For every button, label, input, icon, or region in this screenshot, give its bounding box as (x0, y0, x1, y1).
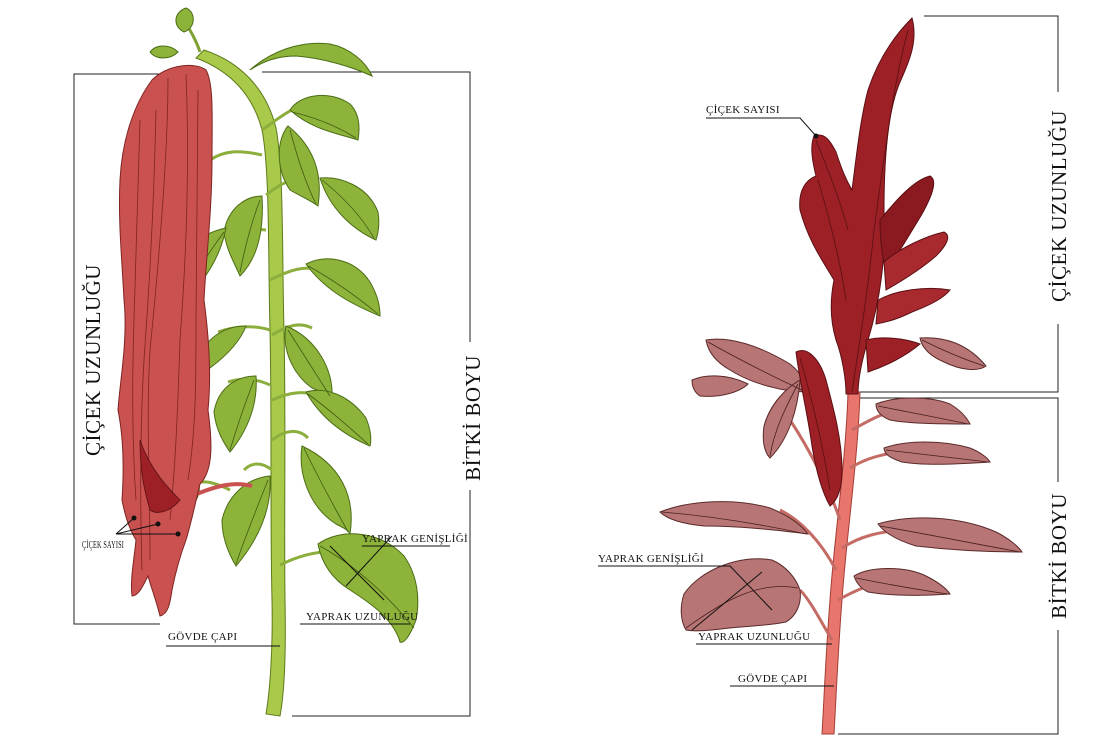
right-stem-diameter-label: GÖVDE ÇAPI (738, 673, 807, 685)
left-leaf-3 (320, 178, 379, 240)
left-top-bud-leaf (176, 8, 193, 32)
right-plant-height-label: BİTKİ BOYU (1047, 493, 1071, 619)
right-leaf-10 (854, 569, 950, 596)
left-flower-length-label: ÇİÇEK UZUNLUĞU (81, 264, 105, 456)
left-leaf-width-label: YAPRAK GENİŞLİĞİ (362, 533, 468, 545)
right-leaf-7 (660, 502, 808, 534)
right-leaf-8 (878, 518, 1022, 552)
right-leaf-length-label: YAPRAK UZUNLUĞU (698, 631, 810, 643)
left-top-small-leaf (150, 46, 178, 58)
right-leaf-2 (692, 376, 748, 396)
left-plant-height-label-front: BİTKİ BOYU (461, 355, 485, 481)
right-flower-length-label: ÇİÇEK UZUNLUĞU (1047, 110, 1071, 302)
right-plant: ÇİÇEK SAYISI YAPRAK GENİŞLİĞİ YAPRAK UZU… (598, 16, 1072, 734)
right-flower-spike-side-4 (866, 338, 920, 372)
right-flower-count-dot (814, 134, 819, 139)
right-leaf-5 (876, 398, 970, 424)
right-leaf-4 (920, 338, 986, 370)
right-flower-count-label: ÇİÇEK SAYISI (706, 104, 780, 116)
left-flower-count-label: ÇİÇEK SAYISI (82, 539, 124, 551)
left-top-arching-leaf (250, 43, 372, 76)
right-leaf-3 (763, 380, 800, 458)
right-flower-spike-lower (796, 351, 842, 506)
left-leaf-2 (279, 126, 319, 206)
left-leaf-9 (214, 376, 256, 452)
right-leaf-width-label: YAPRAK GENİŞLİĞİ (598, 553, 704, 565)
left-drooping-flower (118, 65, 212, 616)
left-leaf-11 (301, 446, 351, 534)
right-flower-count-leader (706, 118, 816, 136)
left-leaf-13 (318, 534, 418, 642)
left-leaf-4 (224, 196, 262, 276)
left-stem-diameter-label: GÖVDE ÇAPI (168, 631, 237, 643)
left-plant: ÇİÇEK UZUNLUĞU BİTKİ BOYU ÇİÇEK SAYISI Y… (74, 8, 486, 716)
right-leaf-6 (884, 442, 990, 464)
right-flower-spike-side-3 (876, 288, 950, 324)
right-leaf-9 (681, 559, 800, 631)
left-leaf-length-label: YAPRAK UZUNLUĞU (306, 611, 418, 623)
